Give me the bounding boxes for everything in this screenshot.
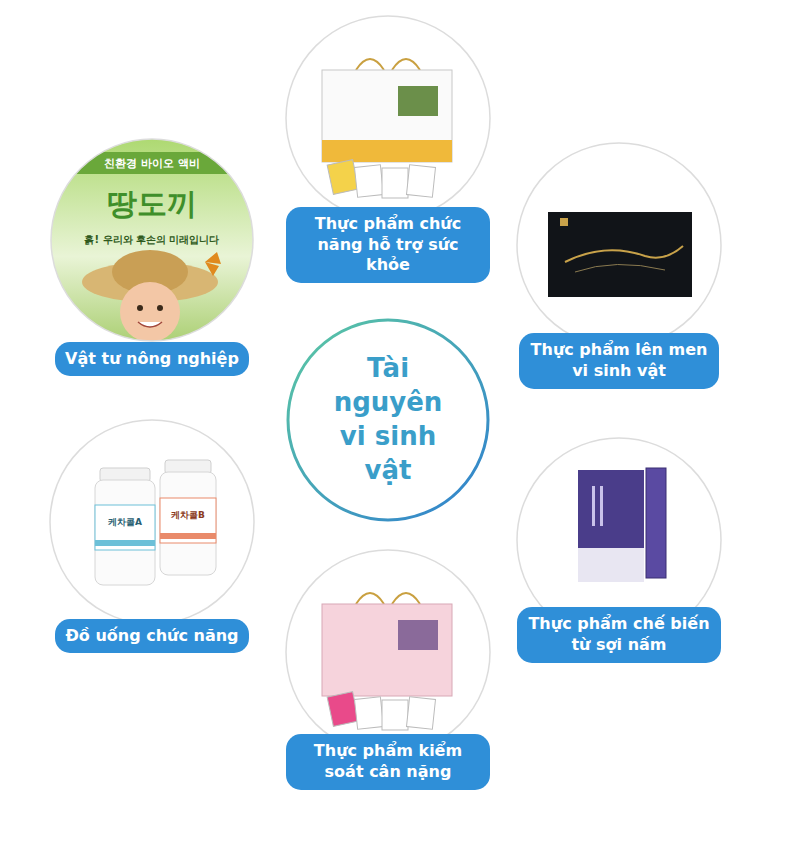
category-label: Vật tư nông nghiệp: [65, 349, 239, 370]
poster-tagline: 친환경 바이오 액비: [104, 156, 200, 171]
purple-box: [578, 468, 666, 582]
category-pill: Vật tư nông nghiệp: [55, 342, 249, 377]
category-label: Thực phẩm lên men vi sinh vật: [529, 340, 709, 382]
agri-poster: [40, 130, 270, 360]
category-label: Thực phẩm kiểm soát cân nặng: [296, 741, 480, 783]
pink-gift-box: [322, 593, 452, 730]
category-pill: Thực phẩm chức năng hỗ trợ sức khỏe: [286, 207, 490, 283]
category-label: Thực phẩm chế biến từ sợi nấm: [527, 614, 711, 656]
product-circles: [50, 16, 721, 754]
circle-outline: [285, 317, 491, 523]
category-pill: Thực phẩm chế biến từ sợi nấm: [517, 607, 721, 663]
gift-box: [322, 59, 452, 198]
category-pill: Đồ uống chức năng: [55, 619, 249, 654]
category-label: Thực phẩm chức năng hỗ trợ sức khỏe: [296, 214, 480, 276]
brand-name: 땅도끼: [107, 184, 197, 225]
center-circle: Tài nguyên vi sinh vật: [285, 317, 491, 523]
bottle-label: 케차콜A: [108, 516, 142, 529]
category-pill: Thực phẩm kiểm soát cân nặng: [286, 734, 490, 790]
bottle-label: 케차콜B: [171, 509, 205, 522]
bottles: [95, 460, 216, 585]
category-pill: Thực phẩm lên men vi sinh vật: [519, 333, 719, 389]
center-title: Tài nguyên vi sinh vật: [318, 352, 458, 487]
poster-slogan: 흙! 우리와 후손의 미래입니다: [84, 233, 219, 247]
category-label: Đồ uống chức năng: [65, 626, 238, 647]
black-gift-box: [548, 212, 692, 297]
